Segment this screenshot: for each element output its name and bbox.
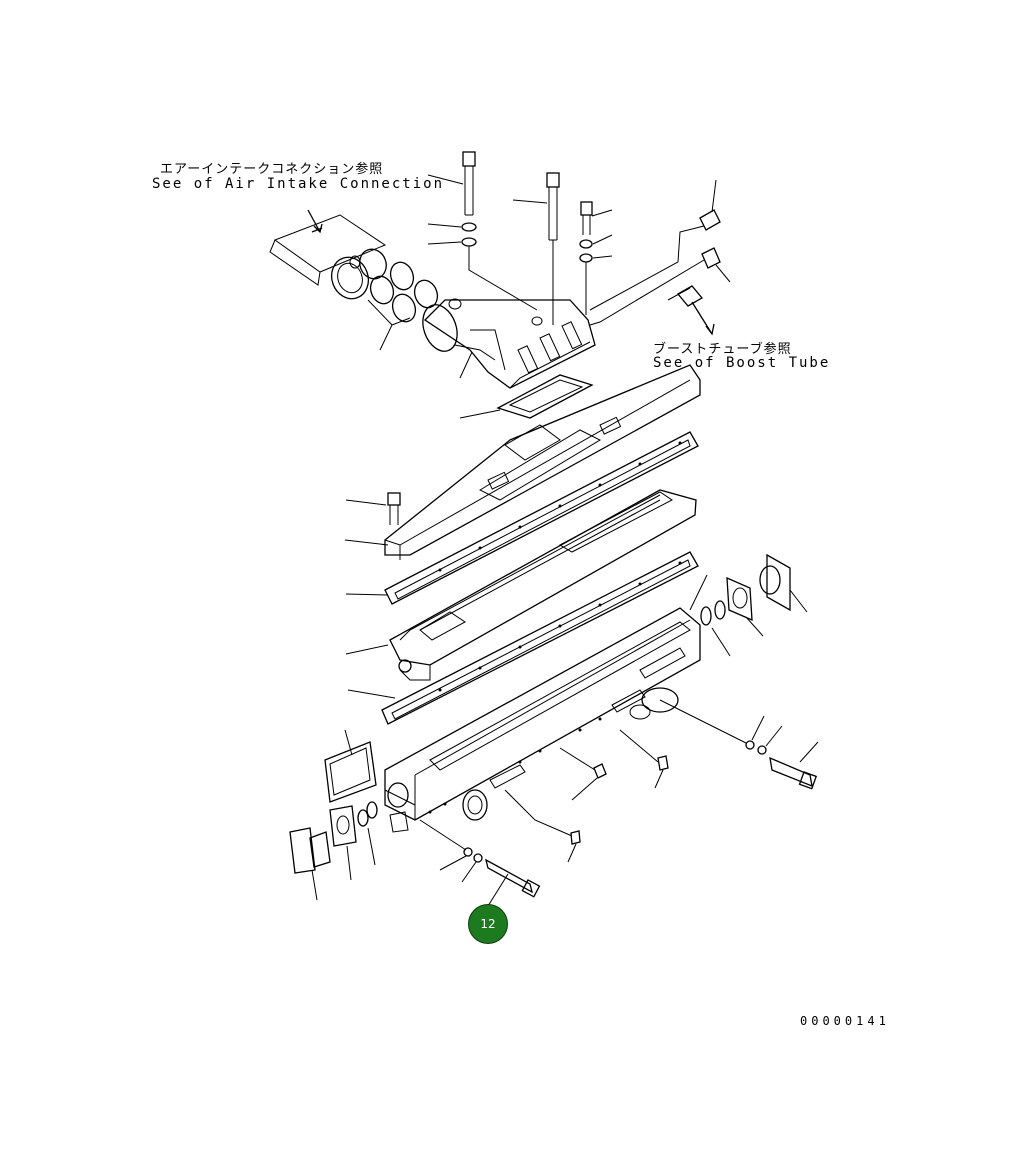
part-callout-number: 12 [480, 917, 496, 931]
bolts-top [461, 151, 593, 325]
lower-bolt [419, 819, 541, 907]
boost-tube-reference-en: See of Boost Tube [653, 355, 831, 371]
air-intake-reference-jp: エアーインテークコネクション参照 [160, 162, 384, 177]
manifold-gasket [459, 374, 594, 419]
case-gasket [347, 551, 699, 725]
plugs [504, 729, 669, 863]
leader-lines-top [427, 174, 613, 259]
part-callout-button[interactable]: 12 [468, 904, 508, 944]
left-cover-plate [289, 729, 378, 901]
air-intake-reference-en: See of Air Intake Connection [152, 176, 445, 192]
bolt-holes [428, 441, 682, 814]
aftercooler-case [384, 574, 708, 833]
boost-tube-reference-jp: ブーストチューブ参照 [653, 342, 792, 357]
aftercooler-core [345, 489, 697, 681]
drawing-id: 00000141 [800, 1014, 890, 1028]
cover-bolt [345, 492, 401, 525]
cover-gasket [345, 431, 699, 605]
boost-tube-fittings [589, 179, 731, 336]
aftercooler-cover [344, 364, 701, 560]
intake-manifold-elbow [422, 298, 596, 389]
o-rings [367, 261, 439, 351]
right-bolt [659, 699, 819, 790]
right-cover-plate [700, 553, 808, 657]
air-intake-connection [269, 209, 387, 300]
